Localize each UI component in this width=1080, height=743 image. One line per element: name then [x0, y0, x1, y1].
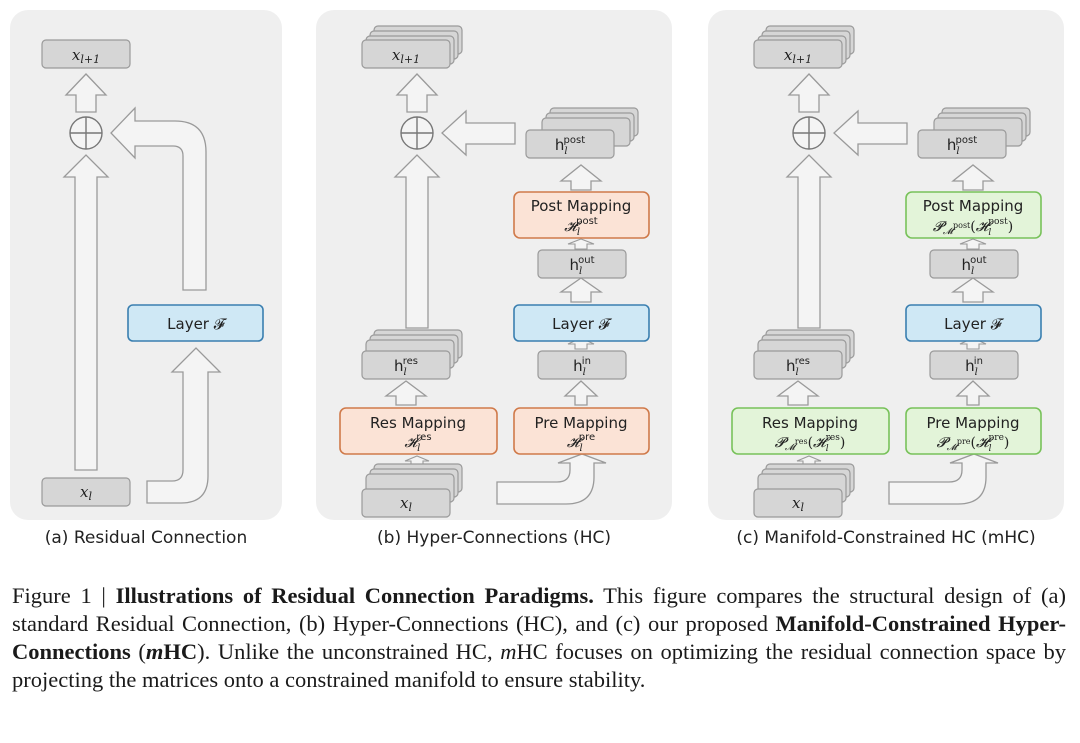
pre-mapping-box	[513, 407, 650, 455]
h-res-label: hlres	[394, 356, 418, 378]
layer-box	[905, 304, 1042, 342]
output-label: xl+1	[392, 46, 420, 66]
residual-arrow-icon	[393, 154, 441, 329]
up-arrow-icon	[395, 73, 439, 113]
res-mapping-box	[339, 407, 498, 455]
layer-label: Layer 𝓕	[167, 315, 228, 333]
layer-output-arrow-icon	[110, 106, 207, 291]
caption-text: (	[130, 639, 146, 664]
pre-mapping-formula: 𝓗lpre	[567, 432, 595, 454]
post-mapping-title: Post Mapping	[923, 197, 1024, 215]
post-mapping-box	[513, 191, 650, 239]
panel-b: xl+1 hlres Res Mapping 𝓗lres	[339, 25, 650, 518]
up-arrow-icon	[955, 380, 991, 406]
res-mapping-formula: 𝓗lres	[404, 432, 431, 454]
up-arrow-icon	[384, 380, 428, 406]
output-stack	[753, 25, 855, 69]
up-arrow-icon	[64, 73, 108, 113]
figure-caption: Figure 1 | Illustrations of Residual Con…	[12, 582, 1066, 694]
res-mapping-title: Res Mapping	[370, 414, 466, 432]
left-arrow-icon	[833, 109, 908, 157]
panel-a-background	[10, 10, 282, 520]
up-arrow-icon	[787, 73, 831, 113]
h-out-label: hlout	[961, 255, 986, 277]
input-label: xl	[80, 483, 92, 503]
layer-box	[127, 304, 264, 342]
input-label: xl	[792, 494, 804, 514]
res-mapping-title: Res Mapping	[762, 414, 858, 432]
figure-diagram: xl+1 Layer 𝓕 xl (a) Residual Connection …	[10, 10, 1064, 548]
output-stack	[361, 25, 463, 69]
left-arrow-icon	[441, 109, 516, 157]
output-label: xl+1	[72, 46, 100, 66]
layer-box	[513, 304, 650, 342]
caption-mhc-hc: HC	[163, 639, 198, 664]
panel-a-caption: (a) Residual Connection	[45, 528, 247, 548]
post-mapping-box	[905, 191, 1042, 239]
h-post-label: hlpost	[555, 135, 585, 157]
h-post-label: hlpost	[947, 135, 977, 157]
up-arrow-icon	[558, 277, 604, 303]
h-res-stack	[361, 329, 463, 380]
output-box	[41, 39, 131, 69]
panel-c-caption: (c) Manifold-Constrained HC (mHC)	[736, 528, 1035, 548]
pre-mapping-title: Pre Mapping	[927, 414, 1020, 432]
caption-text: This figure compares the structural desi…	[12, 583, 1066, 636]
panel-a: xl+1 Layer 𝓕 xl	[41, 39, 264, 507]
h-in-label: hlin	[573, 356, 591, 378]
pre-mapping-box	[905, 407, 1042, 455]
caption-prefix: Figure 1 |	[12, 583, 116, 608]
pre-input-arrow-icon	[888, 453, 999, 505]
layer-input-arrow-icon	[146, 347, 222, 504]
up-arrow-icon	[559, 164, 603, 191]
input-label: xl	[400, 494, 412, 514]
caption-title: Illustrations of Residual Connection Par…	[115, 583, 594, 608]
layer-label: Layer 𝓕	[944, 315, 1005, 333]
post-mapping-title: Post Mapping	[531, 197, 632, 215]
h-in-label: hlin	[965, 356, 983, 378]
caption-mhc-m: m	[145, 639, 164, 664]
layer-label: Layer 𝓕	[552, 315, 613, 333]
caption-mhc-name: Manifold-Constrained Hyper-Connections	[12, 611, 1066, 664]
output-label: xl+1	[784, 46, 812, 66]
h-in-box	[537, 350, 627, 380]
up-arrow-icon	[563, 380, 599, 406]
up-arrow-icon	[776, 380, 820, 406]
up-arrow-icon	[951, 164, 995, 191]
up-arrow-icon	[567, 238, 595, 250]
h-post-stack	[917, 107, 1031, 159]
residual-arrow-icon	[62, 154, 110, 471]
residual-arrow-icon	[785, 154, 833, 329]
caption-text: HC focuses on optimizing the residual co…	[12, 639, 1067, 692]
post-mapping-formula: 𝓗lpost	[564, 216, 598, 238]
up-arrow-icon	[959, 238, 987, 250]
up-arrow-icon	[950, 277, 996, 303]
h-post-stack	[525, 107, 639, 159]
pre-mapping-title: Pre Mapping	[535, 414, 628, 432]
h-res-label: hlres	[786, 356, 810, 378]
input-stack	[753, 463, 855, 518]
input-box	[41, 477, 131, 507]
pre-input-arrow-icon	[496, 453, 607, 505]
h-res-stack	[753, 329, 855, 380]
h-out-box	[929, 249, 1019, 279]
h-out-box	[537, 249, 627, 279]
caption-text: ). Unlike the unconstrained HC,	[197, 639, 501, 664]
panel-b-caption: (b) Hyper-Connections (HC)	[377, 528, 611, 548]
res-mapping-box	[731, 407, 890, 455]
h-in-box	[929, 350, 1019, 380]
caption-mhc-m2: m	[500, 639, 517, 664]
panel-c: xl+1 hlres Res Mapping 𝓟𝓜res(𝓗lres) xl	[731, 25, 1042, 518]
input-stack	[361, 463, 463, 518]
h-out-label: hlout	[569, 255, 594, 277]
